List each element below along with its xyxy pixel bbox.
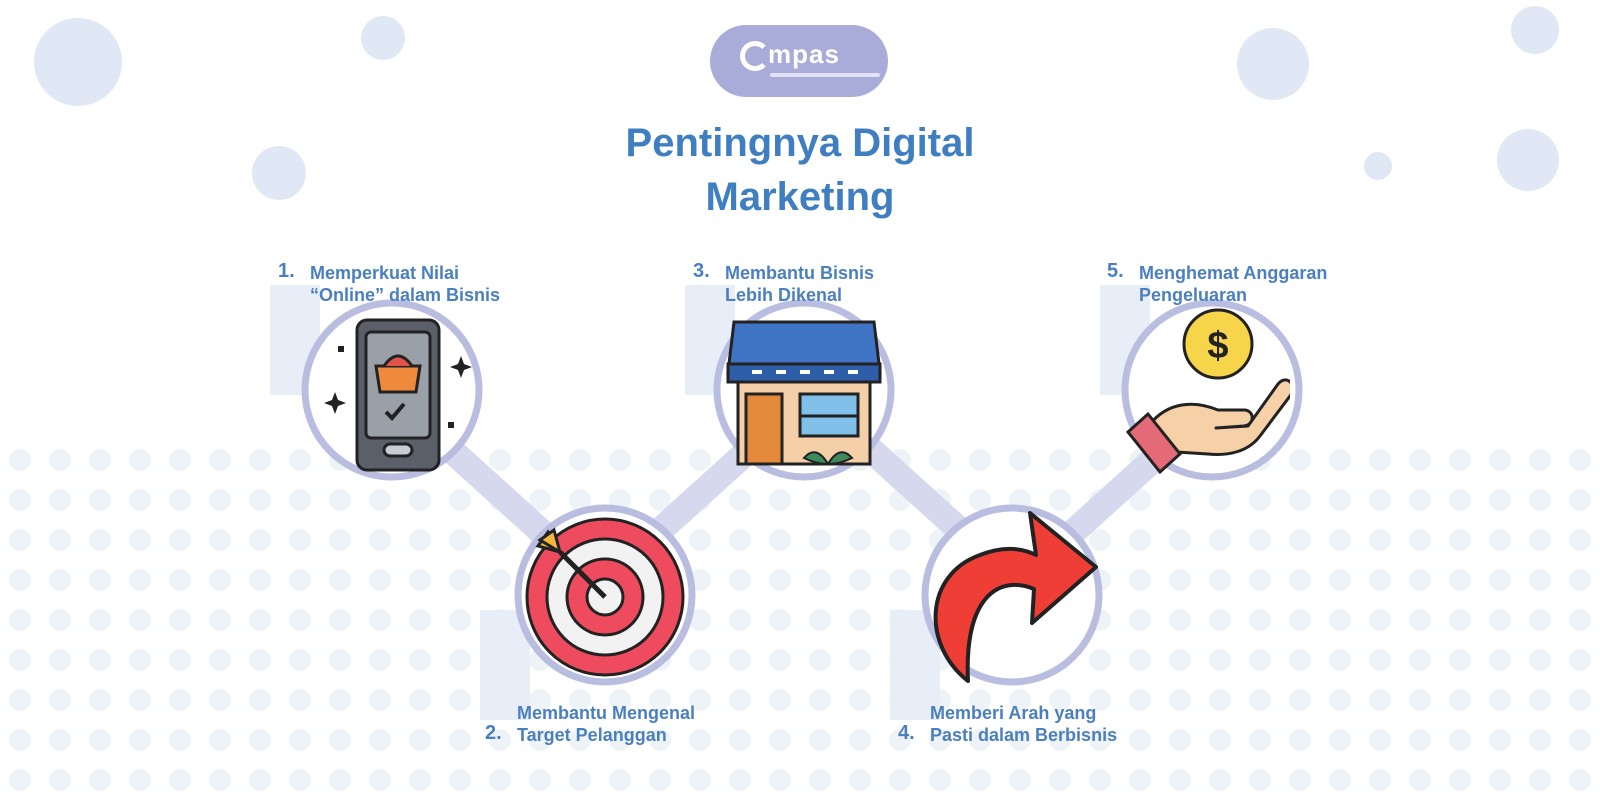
hand-coin-icon: $ xyxy=(1125,308,1290,475)
step-2-line-1: Membantu Mengenal xyxy=(517,703,696,723)
step-3-number: 3. xyxy=(693,260,710,282)
logo-text: mpas xyxy=(768,39,840,69)
step-5-line-1: Menghemat Anggaran xyxy=(1139,263,1328,283)
target-arrow-icon xyxy=(525,517,685,677)
step-4-number: 4. xyxy=(898,722,915,744)
step-4-line-2: Pasti dalam Berbisnis xyxy=(930,725,1118,745)
step-3-line-1: Membantu Bisnis xyxy=(725,263,875,283)
page-title: Pentingnya Digital Marketing xyxy=(400,116,1200,224)
title-line-1: Pentingnya Digital xyxy=(625,121,975,165)
smartphone-shopping-icon xyxy=(324,318,472,472)
step-5-line-2: Pengeluaran xyxy=(1139,285,1248,305)
step-5-number: 5. xyxy=(1107,260,1124,282)
step-1-number: 1. xyxy=(278,260,295,282)
logo-ring-icon xyxy=(740,41,770,71)
logo-tagline-mark xyxy=(770,73,880,77)
step-1-line-2: “Online” dalam Bisnis xyxy=(310,285,501,305)
store-icon xyxy=(726,320,882,466)
step-4-line-1: Memberi Arah yang xyxy=(930,703,1097,723)
title-line-2: Marketing xyxy=(705,175,895,219)
step-2-line-2: Target Pelanggan xyxy=(517,725,667,745)
step-1-line-1: Memperkuat Nilai xyxy=(310,263,460,283)
compas-logo: mpas xyxy=(710,25,888,97)
svg-text:$: $ xyxy=(1207,325,1228,367)
step-3-line-2: Lebih Dikenal xyxy=(725,285,843,305)
curved-arrow-icon xyxy=(933,511,1098,683)
step-2-number: 2. xyxy=(485,722,502,744)
